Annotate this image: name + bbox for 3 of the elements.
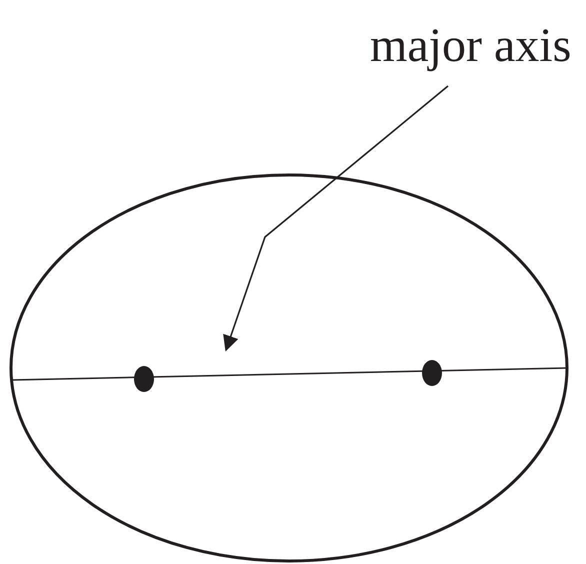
major-axis-line <box>12 367 568 381</box>
leader-arrow <box>223 85 448 352</box>
axis-label: major axis <box>370 20 572 72</box>
